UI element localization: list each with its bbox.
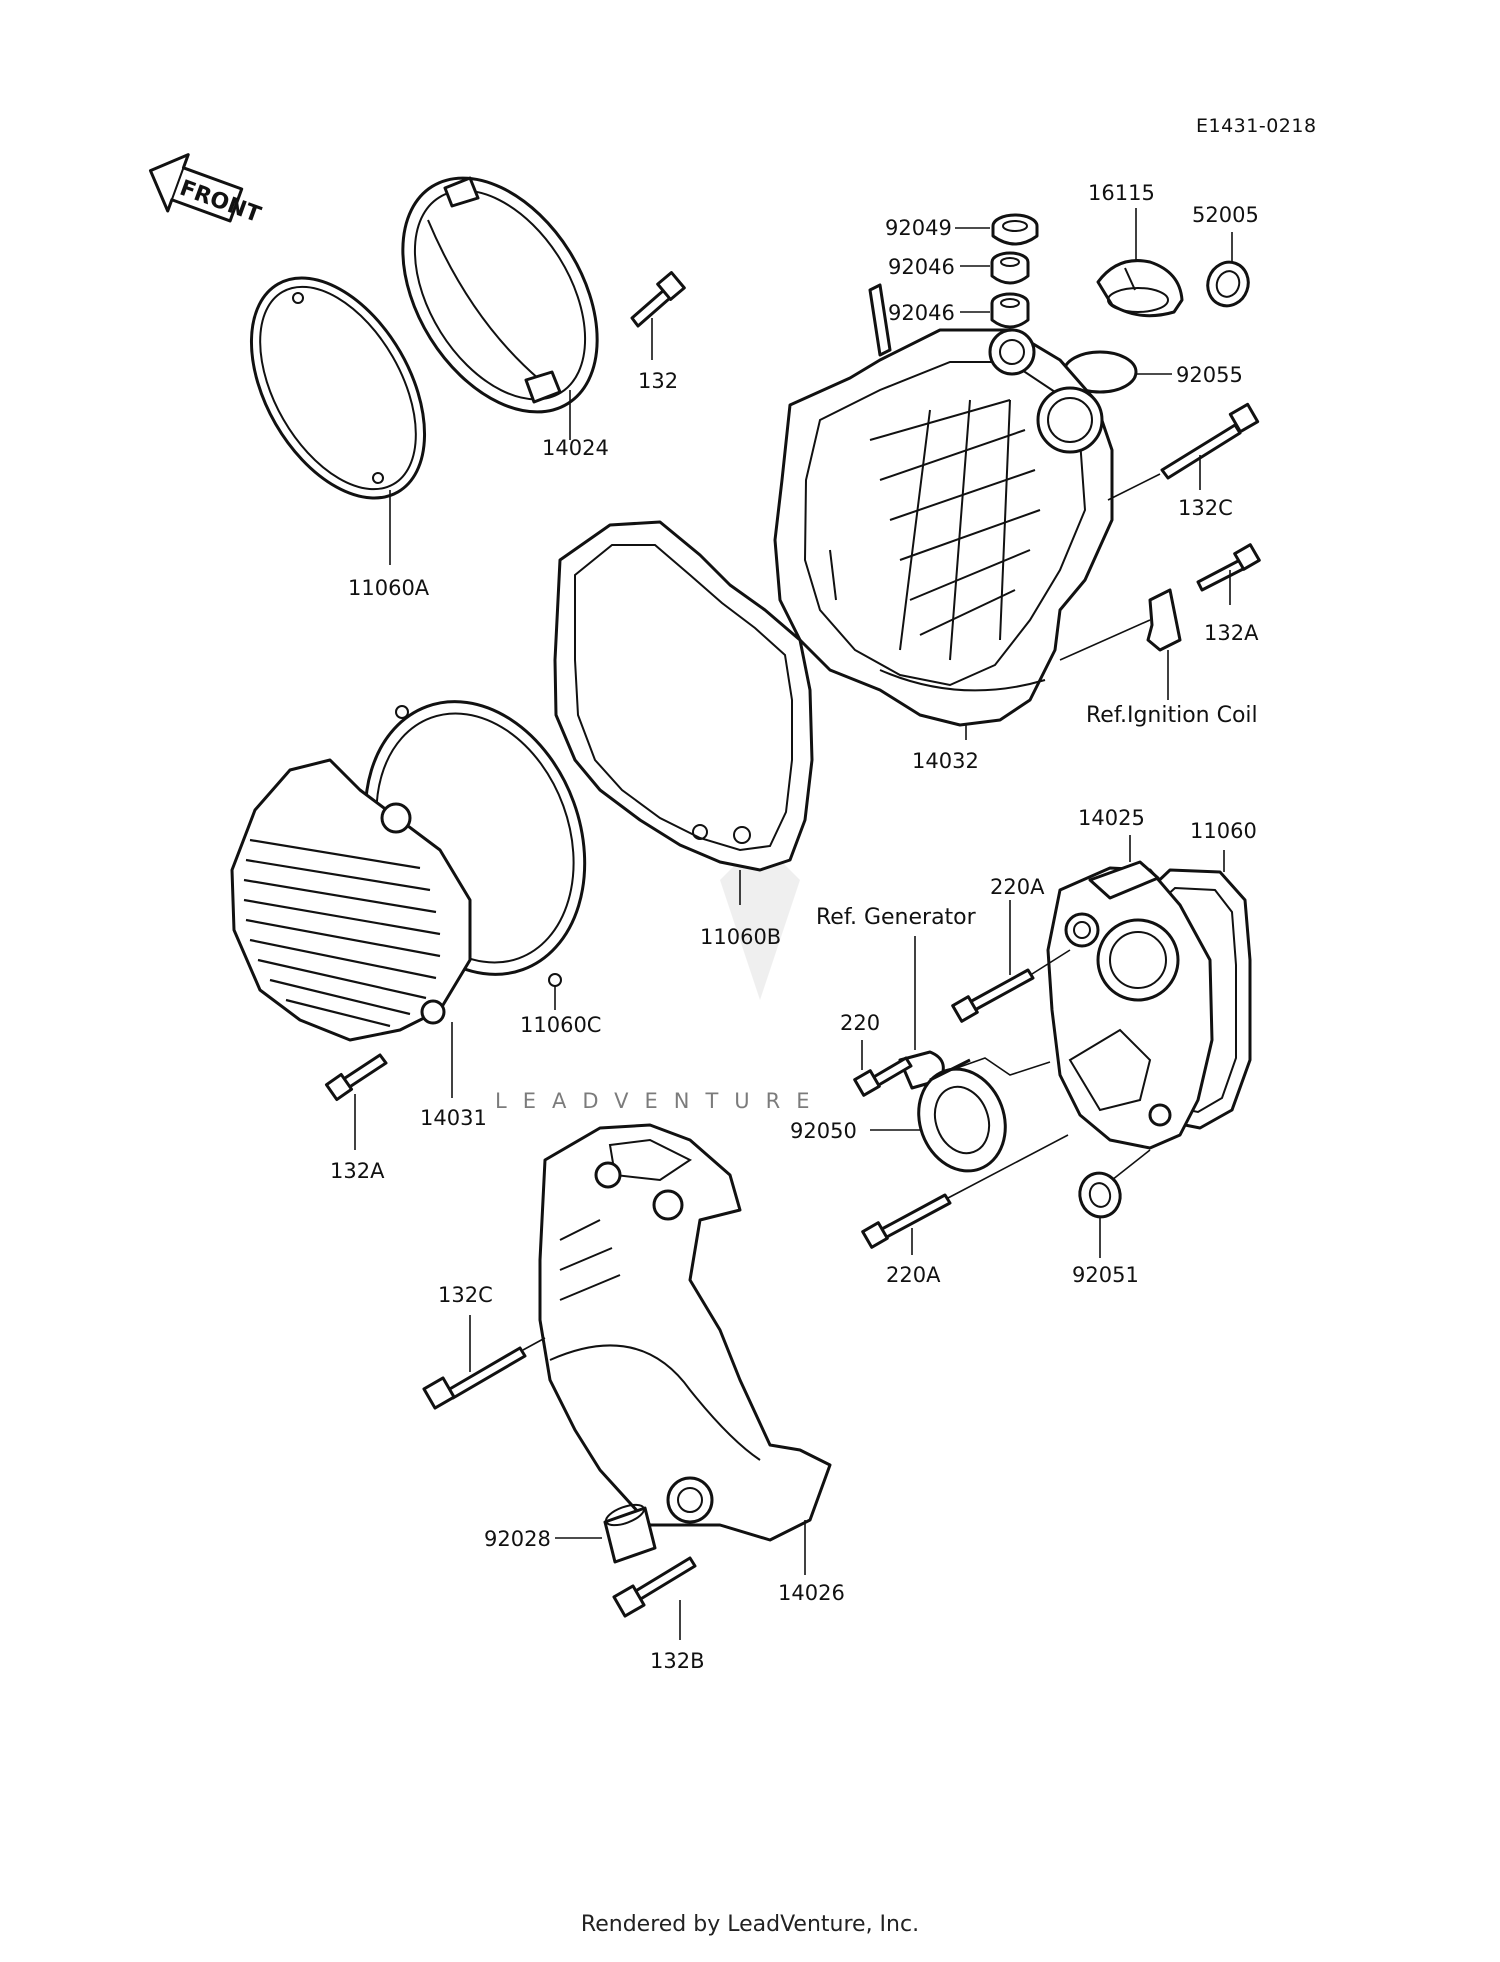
diagram-code: E1431-0218: [1196, 115, 1317, 137]
label-220a-bottom: 220A: [886, 1263, 941, 1287]
label-11060c: 11060C: [520, 1013, 601, 1037]
footer-credit: Rendered by LeadVenture, Inc.: [580, 1912, 920, 1937]
front-arrow-icon: FRONT: [148, 153, 264, 228]
label-132a-left: 132A: [330, 1159, 385, 1183]
bolt-220a-top: [951, 900, 1071, 1023]
label-14031: 14031: [420, 1106, 487, 1130]
label-16115: 16115: [1088, 181, 1155, 205]
label-52005: 52005: [1192, 203, 1259, 227]
bolt-132a-left: [324, 1053, 388, 1150]
bolt-132c-bottom: [422, 1315, 546, 1410]
clutch-cover-14032: [773, 283, 1114, 740]
ignition-coil-bracket: [1059, 588, 1182, 700]
label-92051: 92051: [1072, 1263, 1139, 1287]
seal-52005: [1206, 232, 1250, 308]
label-92049: 92049: [885, 216, 952, 240]
label-132c-bottom: 132C: [438, 1283, 493, 1307]
gasket-11060a: [249, 276, 427, 565]
cap-16115: [1096, 208, 1184, 318]
label-14025: 14025: [1078, 806, 1145, 830]
label-92050: 92050: [790, 1119, 857, 1143]
label-92046-upper: 92046: [888, 255, 955, 279]
generator-cover-14031: [230, 758, 472, 1098]
label-11060b: 11060B: [700, 925, 781, 949]
bolt-220a-bottom: [861, 1134, 1069, 1255]
watermark-text: LEADVENTURE: [495, 1089, 826, 1113]
label-132a-right: 132A: [1204, 621, 1259, 645]
label-220: 220: [840, 1011, 880, 1035]
oil-seal-92049: [955, 213, 1039, 246]
sprocket-cover-14026: [538, 1123, 832, 1575]
label-11060a: 11060A: [348, 576, 430, 600]
gasket-11060b: [553, 520, 814, 905]
bolt-132b: [612, 1556, 697, 1640]
label-92055: 92055: [1176, 363, 1243, 387]
bolt-220: [853, 1040, 913, 1097]
seal-92050: [870, 1058, 1007, 1173]
label-132: 132: [638, 369, 678, 393]
bolt-132: [630, 271, 686, 360]
label-92046-lower: 92046: [888, 301, 955, 325]
label-220a-top: 220A: [990, 875, 1045, 899]
collar-92028: [555, 1503, 657, 1564]
cover-14024: [401, 176, 599, 440]
bolt-132c-top: [1107, 402, 1260, 501]
ref-generator: Ref. Generator: [816, 905, 977, 930]
label-132c-top: 132C: [1178, 496, 1233, 520]
label-14032: 14032: [912, 749, 979, 773]
label-14024: 14024: [542, 436, 609, 460]
label-132b: 132B: [650, 1649, 705, 1673]
ref-ignition-coil: Ref.Ignition Coil: [1086, 703, 1258, 728]
label-14026: 14026: [778, 1581, 845, 1605]
label-11060: 11060: [1190, 819, 1257, 843]
generator-cover-14025: [1046, 835, 1214, 1150]
label-92028: 92028: [484, 1527, 551, 1551]
bearing-92046-upper: [960, 251, 1030, 285]
bolt-132a-right: [1196, 543, 1261, 605]
seal-92051: [1078, 1149, 1151, 1258]
bearing-92046-lower: [960, 292, 1030, 329]
